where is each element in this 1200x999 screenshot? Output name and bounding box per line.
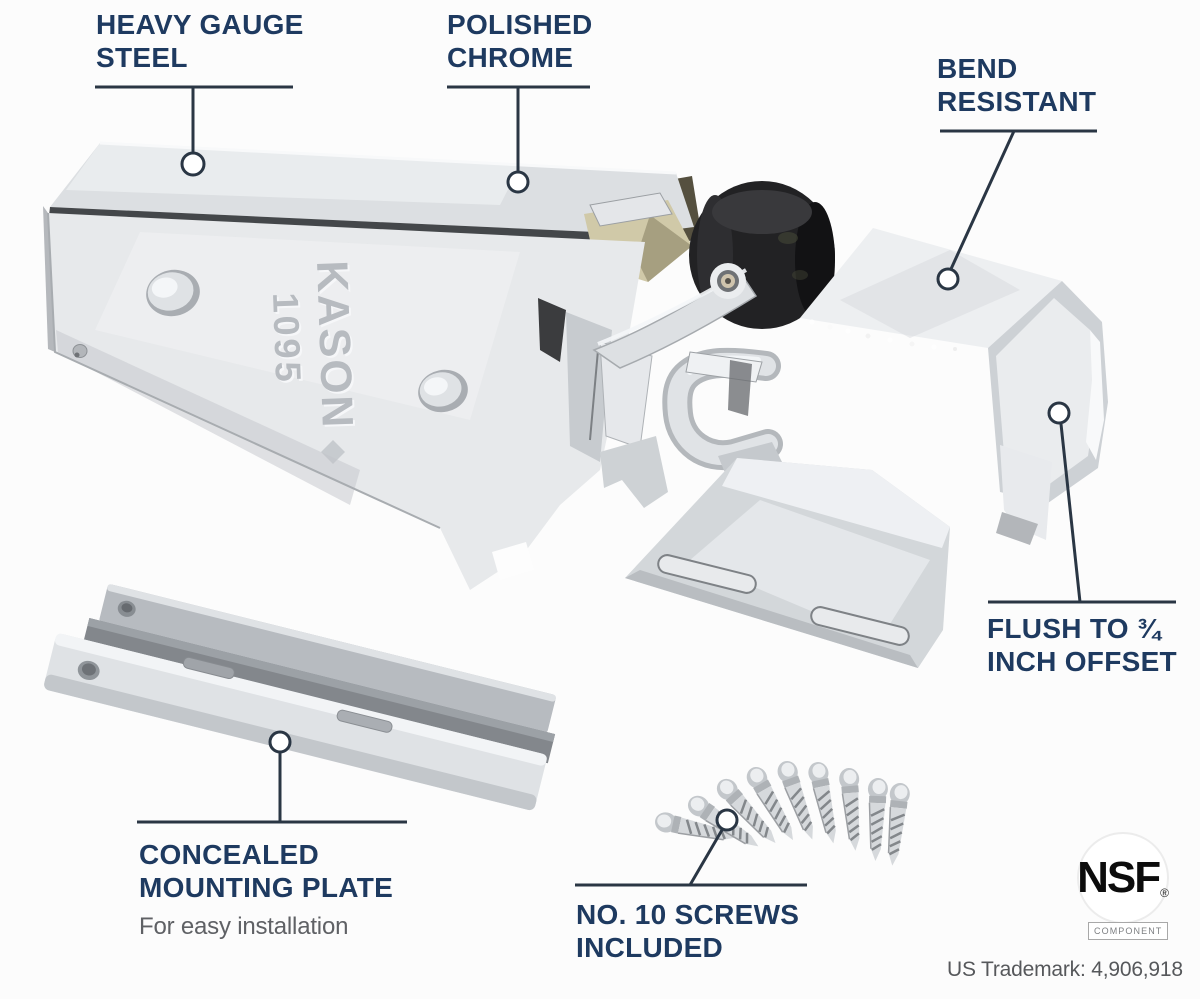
callout-line-polished-chrome	[447, 85, 590, 171]
label-screws-included: NO. 10 SCREWS INCLUDED	[576, 898, 799, 964]
screws	[651, 756, 913, 868]
label-line: FLUSH TO ¾	[987, 613, 1161, 644]
label-line: BEND	[937, 53, 1018, 84]
label-line: INCLUDED	[576, 932, 724, 963]
label-heavy-gauge-steel: HEAVY GAUGE STEEL	[96, 8, 304, 74]
label-line: NO. 10 SCREWS	[576, 899, 800, 930]
label-flush-offset: FLUSH TO ¾ INCH OFFSET	[987, 612, 1177, 678]
callout-line-mounting-plate	[137, 753, 407, 824]
nsf-logo-text: NSF	[1077, 853, 1161, 902]
wheel-hub	[710, 263, 746, 299]
weld-sparkle	[809, 319, 957, 351]
rivet-left	[146, 269, 200, 317]
marker-heavy-gauge	[180, 151, 206, 177]
label-polished-chrome: POLISHED CHROME	[447, 8, 593, 74]
label-line: MOUNTING PLATE	[139, 872, 394, 903]
svg-text:1095: 1095	[267, 294, 311, 387]
marker-mounting-plate	[268, 730, 292, 754]
callout-line-screws	[575, 829, 807, 887]
latch-hook	[662, 228, 1108, 545]
trademark-text: US Trademark: 4,906,918	[947, 958, 1183, 981]
strike-plate	[625, 458, 950, 668]
marker-bend-resistant	[936, 267, 960, 291]
label-line: CONCEALED	[139, 839, 320, 870]
plate-slot-right	[810, 606, 910, 646]
body-foot-notch	[492, 542, 534, 580]
nsf-logo: NSF ®	[1077, 832, 1169, 924]
latch-mechanism	[538, 298, 668, 508]
registered-mark: ®	[1160, 886, 1169, 900]
label-line: STEEL	[96, 42, 188, 73]
callout-line-bend-resistant	[940, 129, 1097, 270]
marker-screws	[715, 808, 739, 832]
callout-lines	[95, 85, 1176, 887]
label-line: RESISTANT	[937, 86, 1097, 117]
callout-line-heavy-gauge	[95, 85, 293, 152]
label-subtext: For easy installation	[139, 913, 349, 940]
nsf-component-badge: COMPONENT	[1088, 922, 1169, 940]
label-line: HEAVY GAUGE	[96, 9, 304, 40]
callout-markers	[180, 151, 1071, 832]
label-line: POLISHED	[447, 9, 593, 40]
label-concealed-mounting-plate: CONCEALED MOUNTING PLATE For easy instal…	[139, 838, 393, 943]
closer-body: KASON KASON 1095 1095	[43, 141, 702, 590]
marker-polished-chrome	[506, 170, 530, 194]
label-line: CHROME	[447, 42, 574, 73]
label-line: INCH OFFSET	[987, 646, 1177, 677]
engraving: KASON KASON 1095 1095	[265, 260, 364, 464]
label-bend-resistant: BEND RESISTANT	[937, 52, 1096, 118]
roller-arm	[592, 263, 758, 369]
engraving-model: 1095	[265, 292, 309, 385]
marker-flush-offset	[1047, 401, 1071, 425]
plate-slot-left	[657, 554, 757, 594]
rivet-right	[418, 369, 468, 413]
brand-logo-mark	[321, 440, 345, 464]
mounting-plate	[44, 584, 556, 811]
engraving-brand: KASON	[307, 260, 362, 431]
svg-text:KASON: KASON	[309, 262, 364, 433]
callout-line-flush-offset	[988, 423, 1176, 604]
